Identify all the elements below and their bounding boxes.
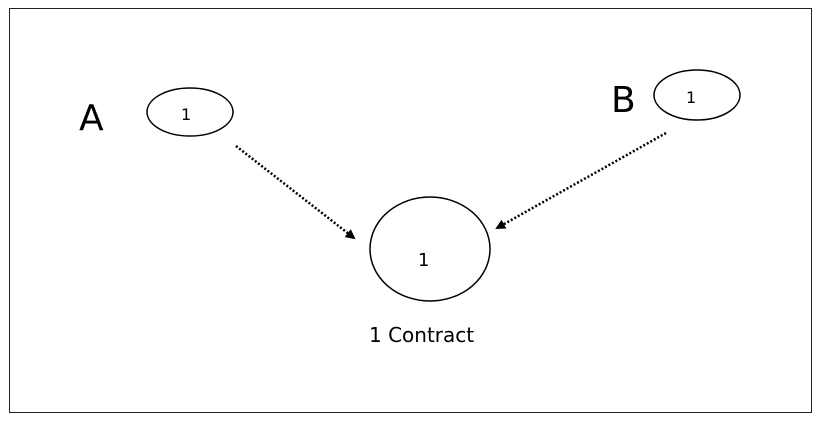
party-b-node (653, 69, 741, 121)
party-b-node-value: 1 (686, 88, 696, 107)
contract-caption: 1 Contract (369, 323, 474, 347)
contract-node (369, 196, 491, 302)
party-a-node (146, 87, 234, 137)
contract-node-value: 1 (418, 250, 429, 271)
arrow-a-to-contract (235, 145, 356, 240)
party-a-node-value: 1 (181, 105, 191, 124)
arrow-b-to-contract (495, 131, 667, 230)
party-b-letter: B (611, 80, 636, 121)
party-a-letter: A (79, 98, 104, 139)
